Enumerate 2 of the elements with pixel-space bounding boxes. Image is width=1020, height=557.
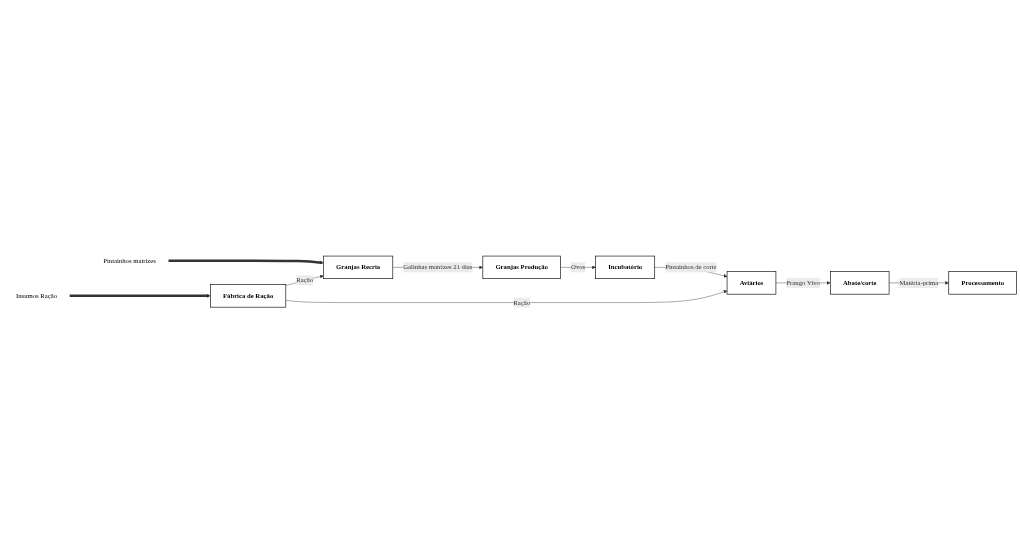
arrow bbox=[69, 294, 211, 298]
arrow bbox=[168, 259, 324, 265]
